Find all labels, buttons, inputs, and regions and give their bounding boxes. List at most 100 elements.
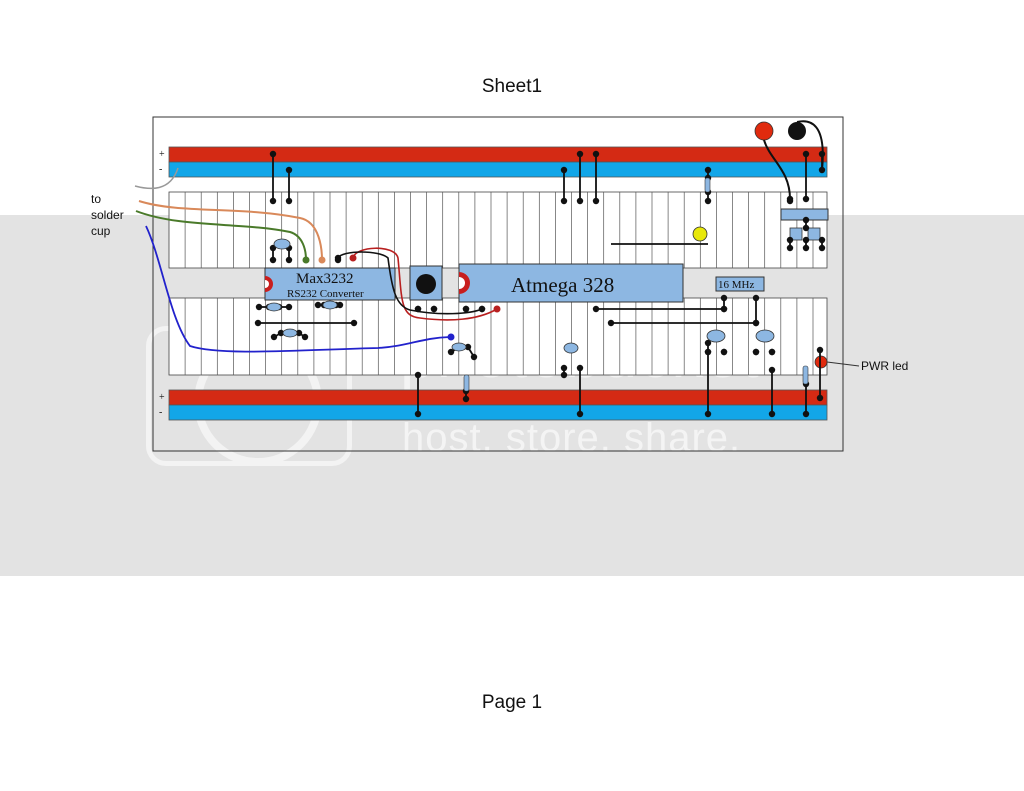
wire-link-32-dot-0: [414, 371, 422, 379]
wire-link-20-dot-1: [336, 301, 344, 309]
bottom-plus-label: +: [159, 392, 165, 403]
capacitor-c3: [322, 300, 338, 310]
status-led-icon: [692, 226, 708, 242]
atmega328-notch-inner: [459, 277, 465, 289]
wire-link-0-dot-0: [269, 150, 277, 158]
wire-link-9-dot-1: [818, 166, 826, 174]
wire-link-12-dot-1: [802, 244, 810, 252]
wire-link-38-dot-0: [816, 346, 824, 354]
wire-link-23-dot-0: [295, 329, 303, 337]
blue-wire-endpoint: [447, 333, 455, 341]
wire-link-16-dot-1: [334, 256, 342, 264]
capacitor-c1: [273, 238, 291, 250]
capacitor-c4: [282, 328, 298, 338]
page-footer: Page 1: [481, 692, 543, 713]
wire-link-3-dot-1: [576, 197, 584, 205]
top-minus-label: -: [159, 164, 162, 175]
wire-link-34-dot-0: [576, 364, 584, 372]
wire-link-18-dot-1: [285, 303, 293, 311]
board-outline: [152, 116, 844, 452]
wire-link-44-dot-1: [752, 348, 760, 356]
upper-strip-frame: [168, 191, 828, 269]
wire-link-7-dot-1: [786, 197, 794, 205]
solder-cup-label-line2: solder: [91, 208, 124, 222]
top-plus-label: +: [159, 149, 165, 160]
solder-cup-label-line1: to: [91, 192, 101, 206]
wire-link-35-dot-0: [560, 364, 568, 372]
wire-link-21-dot-0: [254, 319, 262, 327]
wire-link-10-dot-1: [802, 224, 810, 232]
wire-link-30-dot-1: [720, 294, 728, 302]
wire-link-17-dot-0: [255, 303, 263, 311]
capacitor-c7: [706, 329, 726, 343]
wire-link-41-dot-1: [470, 353, 478, 361]
max3232-label: Max3232: [296, 271, 354, 287]
wire-link-0-dot-1: [269, 197, 277, 205]
wire-link-22-dot-0: [270, 333, 278, 341]
wire-link-33-dot-1: [462, 395, 470, 403]
power-positive-wire: [763, 139, 791, 200]
top-minus-rail: [168, 161, 828, 178]
orange-wire-endpoint: [318, 256, 326, 264]
crystal-body: [715, 276, 765, 292]
solder-cup-label-line3: cup: [91, 224, 111, 238]
wire-link-4-dot-1: [592, 197, 600, 205]
power-led-pointer: [826, 361, 860, 367]
wire-link-21-dot-1: [350, 319, 358, 327]
resistor-r3: [802, 365, 809, 385]
wire-link-11-dot-0: [786, 236, 794, 244]
wire-link-27-dot-1: [478, 305, 486, 313]
wire-link-1-dot-1: [285, 197, 293, 205]
atmega328-chip: [458, 263, 684, 303]
wire-link-25-dot-1: [430, 305, 438, 313]
wire-link-13-dot-0: [818, 236, 826, 244]
regulator-cap-right: [807, 227, 821, 241]
wire-link-29-dot-0: [607, 319, 615, 327]
atmega328-label: Atmega 328: [511, 273, 614, 297]
wire-link-6-dot-1: [704, 197, 712, 205]
wire-link-36-dot-1: [704, 410, 712, 418]
wire-link-31-dot-1: [752, 294, 760, 302]
gray-serial-wire: [134, 167, 179, 190]
max3232-notch-inner: [265, 280, 269, 288]
power-led-icon: [814, 355, 828, 369]
capacitor-c6: [563, 342, 579, 354]
wire-link-37-dot-1: [768, 410, 776, 418]
crystal-label: 16 MHz: [718, 279, 754, 291]
wire-link-2-dot-1: [560, 197, 568, 205]
red-jumper-wire: [352, 247, 498, 321]
wire-link-26-dot-1: [462, 305, 470, 313]
wire-link-22-dot-1: [277, 329, 285, 337]
green-wire-endpoint: [302, 256, 310, 264]
wire-link-23-dot-1: [301, 333, 309, 341]
wire-link-24-dot-1: [414, 305, 422, 313]
wire-link-40-dot-0: [447, 348, 455, 356]
capacitor-c5: [451, 342, 467, 352]
wire-link-31-dot-0: [752, 319, 760, 327]
power-negative-terminal: [788, 122, 806, 140]
wire-link-4-dot-0: [592, 150, 600, 158]
wire-link-36-dot-0: [704, 339, 712, 347]
wire-link-10-dot-0: [802, 216, 810, 224]
wire-link-39-dot-1: [802, 410, 810, 418]
power-positive-terminal: [754, 121, 774, 141]
wire-link-14-dot-1: [269, 256, 277, 264]
wire-link-5-dot-0: [704, 166, 712, 174]
resistor-r1: [704, 177, 711, 193]
resistor-r2: [463, 374, 470, 392]
wire-link-45-dot-1: [768, 348, 776, 356]
wire-link-43-dot-1: [720, 348, 728, 356]
bottom-minus-rail: [168, 404, 828, 421]
wire-link-28-dot-0: [592, 305, 600, 313]
black-jumper-wire: [337, 251, 483, 315]
blue-serial-wire: [145, 225, 451, 353]
reset-button-icon: [416, 274, 436, 294]
wire-link-34-dot-1: [576, 410, 584, 418]
sheet-title: Sheet1: [481, 76, 543, 97]
wire-link-8-dot-0: [802, 150, 810, 158]
bottom-plus-rail: [168, 389, 828, 406]
wire-link-12-dot-0: [802, 236, 810, 244]
wire-link-30-dot-0: [720, 305, 728, 313]
orange-serial-wire: [138, 200, 323, 261]
